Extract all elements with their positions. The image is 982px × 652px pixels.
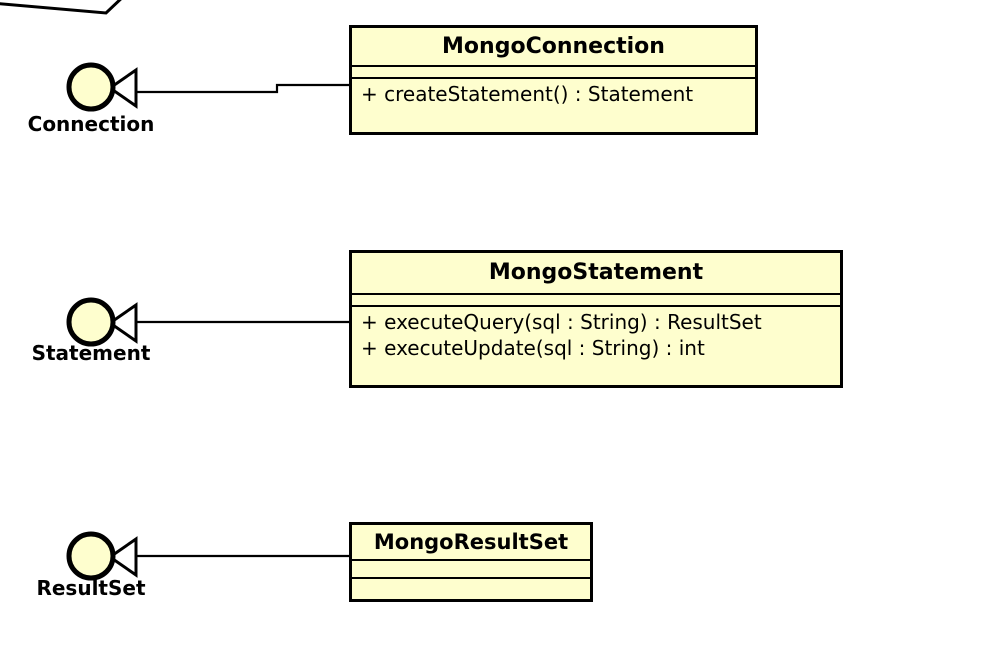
note-fragment-shape: [0, 0, 122, 22]
interface-circle-icon: [66, 531, 116, 581]
class-attributes-mongostatement: [352, 293, 840, 305]
class-operation: + createStatement() : Statement: [361, 82, 694, 106]
class-title-mongostatement: MongoStatement: [352, 253, 840, 293]
realization-arrowhead-icon: [107, 302, 138, 344]
class-operations-mongostatement: + executeQuery(sql : String) : ResultSet…: [352, 305, 840, 368]
class-operation: + executeQuery(sql : String) : ResultSet: [361, 310, 762, 334]
realization-arrowhead-icon: [107, 67, 138, 109]
interface-lollipop-statement[interactable]: [66, 297, 138, 347]
interface-label-connection: Connection: [27, 112, 155, 136]
interface-lollipop-resultset[interactable]: [66, 531, 138, 581]
class-title-mongoconnection: MongoConnection: [352, 28, 755, 65]
uml-class-mongoconnection[interactable]: MongoConnection + createStatement() : St…: [349, 25, 758, 135]
class-attributes-mongoconnection: [352, 65, 755, 77]
class-title-mongoresultset: MongoResultSet: [352, 525, 590, 559]
uml-class-mongostatement[interactable]: MongoStatement + executeQuery(sql : Stri…: [349, 250, 843, 388]
class-operations-mongoresultset: [352, 577, 590, 597]
interface-lollipop-connection[interactable]: [66, 62, 138, 112]
connector-connection: [136, 83, 349, 94]
class-operation: + executeUpdate(sql : String) : int: [361, 335, 705, 360]
interface-circle-icon: [66, 297, 116, 347]
class-attributes-mongoresultset: [352, 559, 590, 577]
interface-label-statement: Statement: [31, 341, 151, 365]
interface-circle-icon: [66, 62, 116, 112]
class-operations-mongoconnection: + createStatement() : Statement: [352, 77, 755, 114]
interface-label-resultset: ResultSet: [36, 576, 146, 600]
realization-arrowhead-icon: [107, 536, 138, 578]
uml-class-mongoresultset[interactable]: MongoResultSet: [349, 522, 593, 602]
